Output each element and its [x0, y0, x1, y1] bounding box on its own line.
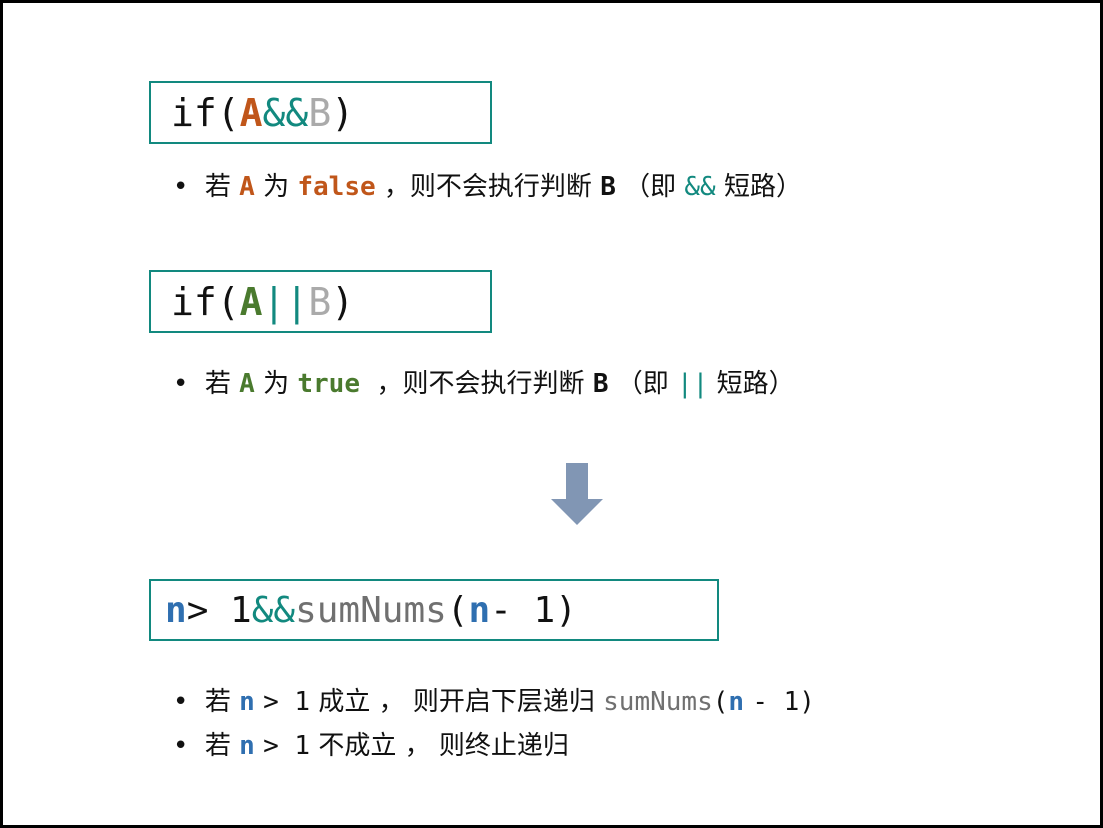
text-then: 则不会执行判断 [409, 172, 592, 202]
text-holds: 成立 [318, 687, 371, 717]
condition: > 1 [263, 731, 311, 761]
bullet: • [173, 731, 189, 761]
text-short-circuit: 短路） [723, 172, 802, 202]
explanation-or: • 若 A 为 true ，则不会执行判断 B （即 || 短路） [173, 371, 795, 397]
code-box-and: if ( A && B ) [149, 81, 492, 144]
text-wei: 为 [263, 369, 290, 399]
text-paren-open: （即 [624, 172, 677, 202]
operand-b: B [308, 90, 332, 135]
text-short-circuit: 短路） [716, 369, 795, 399]
operand-b: B [308, 279, 332, 324]
operand-a: A [239, 90, 263, 135]
explanation-and: • 若 A 为 false ，则不会执行判断 B （即 && 短路） [173, 174, 802, 200]
function-name: sumNums [295, 589, 447, 631]
variable-n: n [239, 731, 255, 761]
and-operator: && [684, 172, 716, 202]
or-operator: || [262, 279, 309, 324]
minus-one: - 1 [490, 589, 556, 631]
code-box-recursion: n > 1 && sumNums(n - 1) [149, 579, 719, 641]
variable-n: n [468, 589, 491, 631]
text-paren-open: （即 [616, 369, 669, 399]
variable-n: n [165, 589, 187, 631]
condition-gt-one: > 1 [186, 589, 252, 631]
text-then: 则终止递归 [438, 731, 569, 761]
down-arrow-icon [551, 463, 603, 525]
variable-n: n [239, 687, 255, 717]
if-keyword: if [171, 90, 217, 135]
code-box-or: if ( A || B ) [149, 270, 492, 333]
close-paren: ) [331, 279, 355, 324]
explanation-terminate: • 若 n > 1 不成立 ， 则终止递归 [173, 733, 569, 759]
text-then: 则开启下层递归 [412, 687, 595, 717]
text-ruo: 若 [204, 687, 231, 717]
open-paren: ( [712, 687, 729, 717]
separator: ， [378, 687, 405, 717]
close-paren: ) [331, 90, 355, 135]
operand-a: A [239, 369, 255, 399]
variable-n: n [728, 687, 745, 717]
operand-a: A [239, 172, 255, 202]
and-operator: && [251, 589, 296, 631]
operand-a: A [239, 279, 263, 324]
text-then: 则不会执行判断 [402, 369, 585, 399]
text-wei: 为 [263, 172, 290, 202]
and-operator: && [262, 90, 309, 135]
bullet: • [173, 172, 189, 202]
close-paren: ) [799, 687, 815, 717]
text-ruo: 若 [204, 731, 231, 761]
condition: > 1 [263, 687, 311, 717]
separator: ， [376, 369, 403, 399]
separator: ， [383, 172, 410, 202]
text-ruo: 若 [204, 172, 231, 202]
explanation-recurse: • 若 n > 1 成立 ， 则开启下层递归 sumNums(n - 1) [173, 689, 815, 715]
close-paren: ) [555, 589, 577, 631]
value-false: false [297, 172, 376, 202]
if-keyword: if [171, 279, 217, 324]
open-paren: ( [446, 589, 469, 631]
text-not-holds: 不成立 [318, 731, 397, 761]
bullet: • [173, 369, 189, 399]
minus-one: - 1 [752, 687, 800, 717]
open-paren: ( [216, 90, 240, 135]
operand-b: B [592, 369, 609, 399]
value-true: true [297, 369, 360, 399]
operand-b: B [600, 172, 616, 202]
function-name: sumNums [603, 687, 713, 717]
or-operator: || [677, 369, 709, 399]
separator: ， [404, 731, 431, 761]
text-ruo: 若 [204, 369, 231, 399]
open-paren: ( [216, 279, 240, 324]
bullet: • [173, 687, 189, 717]
